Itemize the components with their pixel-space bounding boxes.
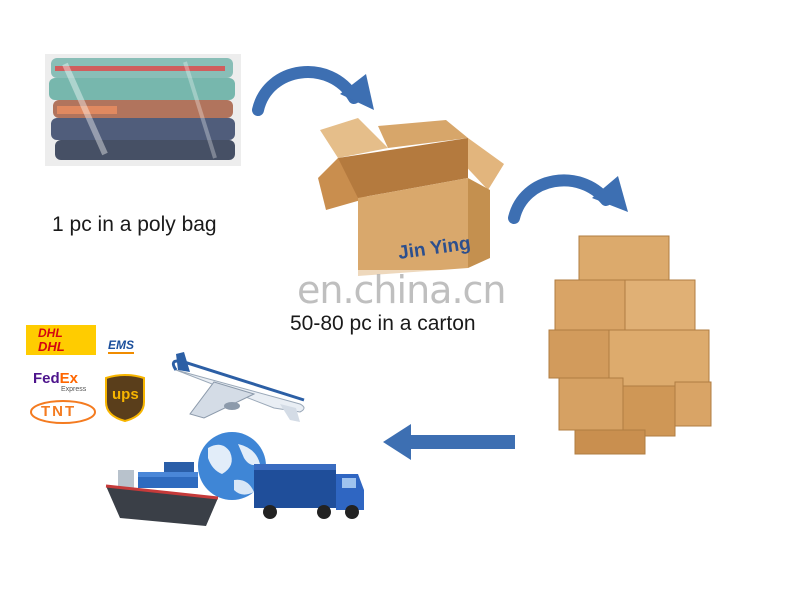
globe-icon <box>198 432 266 500</box>
poly-bag-caption: 1 pc in a poly bag <box>52 213 217 236</box>
open-carton <box>318 118 504 276</box>
ups-shield-icon <box>105 374 145 423</box>
stacked-cartons <box>548 235 712 455</box>
tnt-logo: TNT <box>30 400 96 424</box>
fedex-logo: FedEx Express <box>33 370 93 398</box>
dhl-logo-top: DHL <box>38 326 63 340</box>
airplane-icon <box>171 352 305 422</box>
watermark: en.china.cn <box>297 268 507 312</box>
carton-caption: 50-80 pc in a carton <box>290 312 476 335</box>
tnt-logo-ring <box>30 400 96 424</box>
fedex-ex: Ex <box>59 370 79 387</box>
ups-logo-text: ups <box>112 386 139 403</box>
truck-icon <box>254 464 364 519</box>
curved-arrow-2 <box>508 174 628 224</box>
ups-logo: ups <box>104 374 146 423</box>
left-arrow <box>383 424 515 460</box>
fedex-fed: Fed <box>33 370 60 387</box>
curved-arrow-1 <box>252 66 374 116</box>
fedex-sub: Express <box>61 386 87 393</box>
dhl-logo-bottom: DHL <box>38 339 65 354</box>
transport-illustration <box>105 352 364 526</box>
ship-icon <box>105 462 219 526</box>
poly-bag-photo <box>45 54 241 166</box>
dhl-logo: DHL DHL <box>26 325 96 355</box>
ems-logo: EMS <box>108 338 135 354</box>
tnt-logo-text: TNT <box>41 403 77 420</box>
